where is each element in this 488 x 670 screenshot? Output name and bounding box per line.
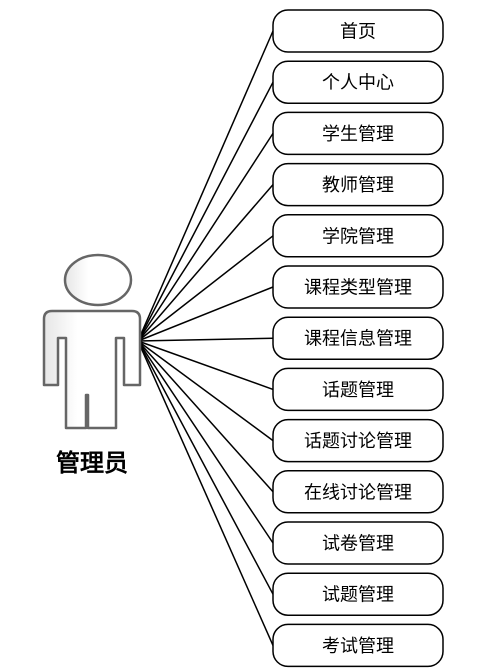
use-case-label: 话题讨论管理 [304, 431, 412, 452]
connector-line [137, 340, 274, 442]
use-case-label: 教师管理 [322, 175, 394, 196]
use-case-nodes: 首页个人中心学生管理教师管理学院管理课程类型管理课程信息管理话题管理话题讨论管理… [272, 9, 444, 668]
use-case-node: 在线讨论管理 [272, 470, 444, 514]
use-case-label: 考试管理 [322, 636, 394, 657]
connector-line [137, 340, 274, 493]
actor-head [63, 253, 133, 307]
use-case-box [272, 572, 444, 616]
use-case-label: 课程类型管理 [304, 278, 412, 299]
actor-figure: 管理员 [42, 253, 142, 477]
use-case-box [272, 111, 444, 156]
use-case-box [272, 60, 444, 104]
use-case-box [272, 521, 444, 565]
connector-line [137, 184, 274, 342]
use-case-box [272, 162, 444, 207]
use-case-node: 试题管理 [272, 572, 444, 616]
connector-line [137, 340, 274, 646]
connector-line [137, 340, 274, 595]
connector-line [137, 337, 274, 342]
use-case-node: 首页 [272, 9, 444, 53]
connector-line [137, 235, 274, 342]
use-case-node: 课程信息管理 [272, 316, 444, 360]
use-case-node: 话题管理 [272, 367, 444, 412]
use-case-box [272, 418, 444, 463]
connector-line [137, 340, 274, 544]
use-case-box [272, 316, 444, 360]
use-case-node: 学生管理 [272, 111, 444, 156]
use-case-box [272, 214, 444, 258]
use-case-node: 教师管理 [272, 162, 444, 207]
actor-label: 管理员 [56, 449, 128, 477]
use-case-box [272, 367, 444, 412]
use-case-label: 试卷管理 [322, 534, 394, 555]
connector-lines [137, 30, 274, 646]
use-case-box [272, 470, 444, 514]
use-case-box [272, 9, 444, 53]
connector-line [137, 286, 274, 342]
use-case-label: 学生管理 [322, 124, 394, 145]
use-case-label: 试题管理 [322, 585, 394, 606]
connector-line [137, 30, 274, 342]
use-case-label: 个人中心 [322, 73, 394, 94]
use-case-node: 个人中心 [272, 60, 444, 104]
use-case-label: 首页 [340, 22, 376, 43]
use-case-box [272, 623, 444, 668]
use-case-label: 话题管理 [322, 380, 394, 401]
use-case-label: 学院管理 [322, 226, 394, 247]
actor-body [42, 309, 142, 430]
use-case-node: 学院管理 [272, 214, 444, 258]
use-case-node: 话题讨论管理 [272, 418, 444, 463]
connector-line [137, 132, 274, 342]
connector-line [137, 81, 274, 342]
connector-line [137, 340, 274, 391]
use-case-node: 考试管理 [272, 623, 444, 668]
use-case-label: 课程信息管理 [304, 329, 412, 350]
use-case-box [272, 265, 444, 309]
use-case-node: 试卷管理 [272, 521, 444, 565]
use-case-label: 在线讨论管理 [304, 482, 412, 503]
use-case-node: 课程类型管理 [272, 265, 444, 309]
